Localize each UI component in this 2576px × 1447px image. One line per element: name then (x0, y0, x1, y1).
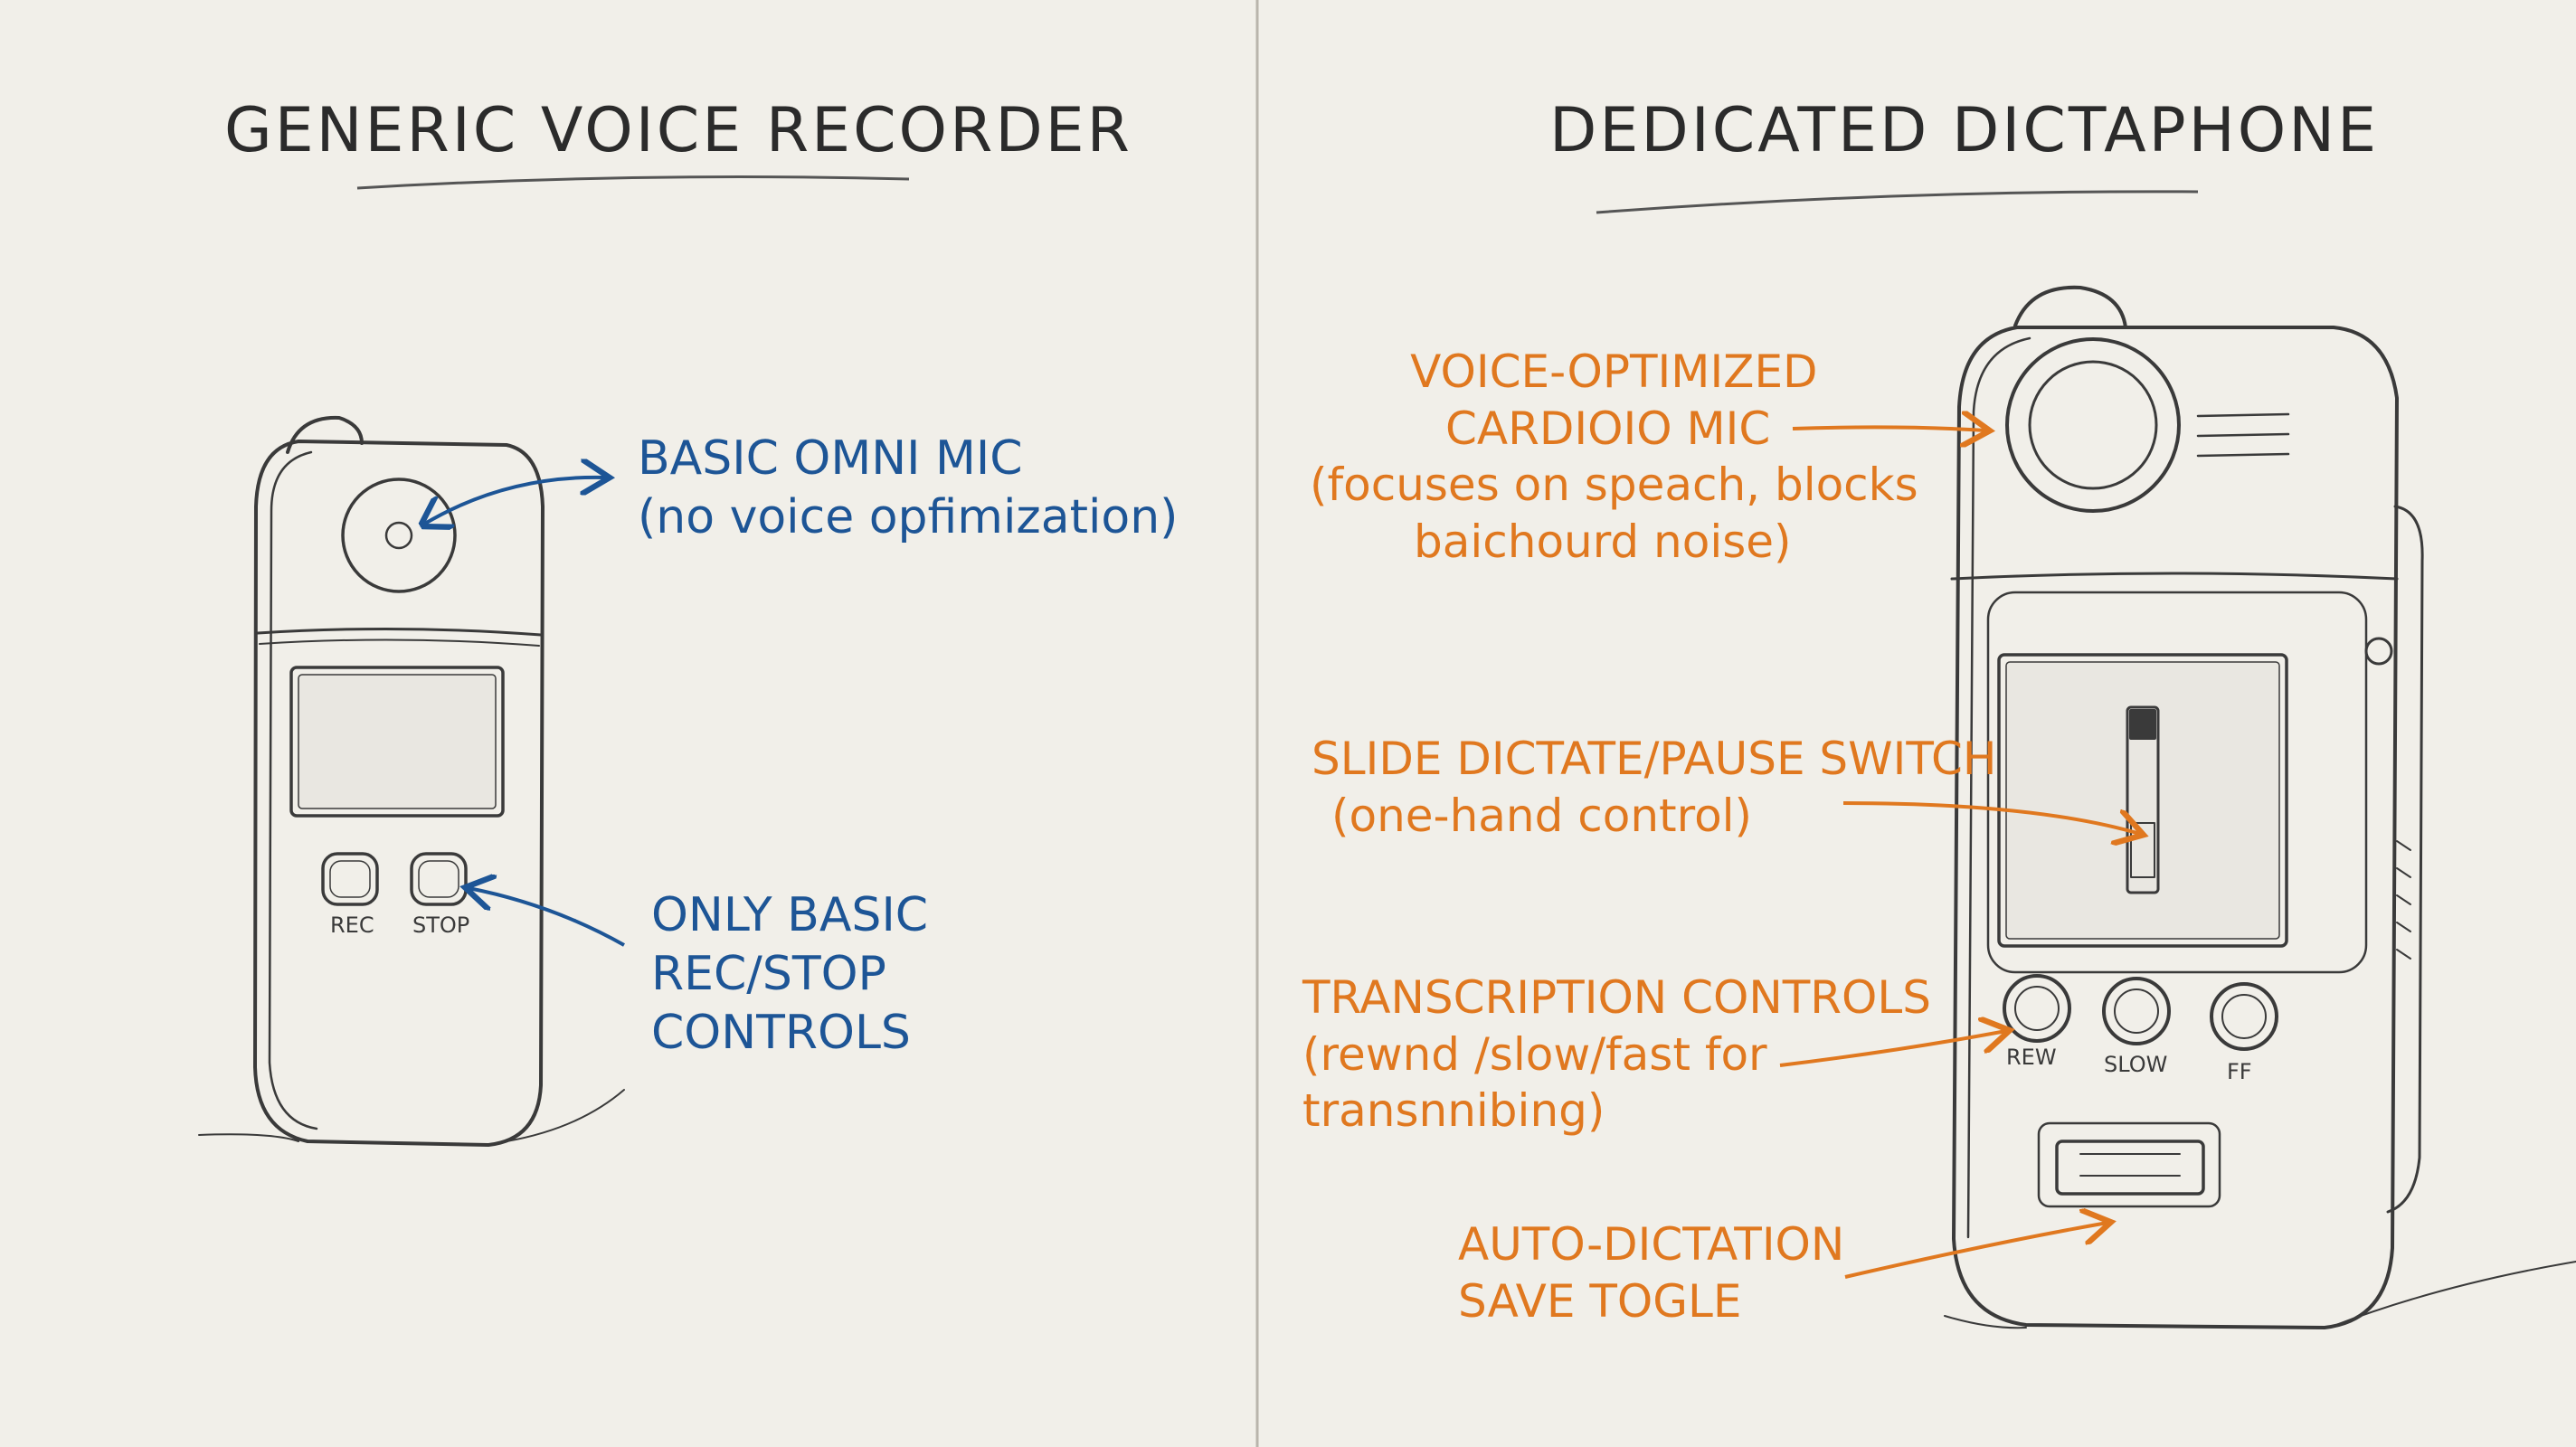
callout-line: (rewnd /slow/fast for (1302, 1027, 1767, 1081)
slow-button-label: SLOW (2104, 1052, 2168, 1077)
slide-switch-icon (2126, 705, 2160, 894)
callout-line: CONTROLS (651, 1006, 911, 1060)
callout-line: ONLY BASIC (651, 888, 929, 942)
cardioid-mic-callout: VOICE-OPTIMIZED CARDIOIO MIC (focuses on… (1310, 344, 1918, 570)
callout-line: baichourd noise) (1414, 515, 1792, 568)
callout-line: BASIC OMNI MIC (638, 431, 1023, 486)
slide-switch-callout: SLIDE DICTATE/PAUSE SWITCH (one-hand con… (1312, 731, 1996, 844)
omni-mic-arrow (423, 478, 606, 525)
rew-button-label: REW (2006, 1045, 2057, 1070)
rec-stop-arrow (469, 888, 625, 947)
rew-button-icon (2003, 974, 2071, 1043)
omni-mic-callout: BASIC OMNI MIC (no voice opfimization) (638, 430, 1178, 547)
left-title-underline (356, 175, 910, 190)
transcription-arrow (1779, 1031, 2006, 1067)
left-panel-title: GENERIC VOICE RECORDER (224, 95, 1132, 166)
generic-recorder-device (198, 415, 625, 1147)
callout-line: REC/STOP (651, 947, 886, 1001)
callout-line: (focuses on speach, blocks (1310, 459, 1918, 511)
stop-button-label: STOP (412, 913, 470, 938)
transcription-callout: TRANSCRIPTION CONTROLS (rewnd /slow/fast… (1302, 969, 1931, 1140)
dictaphone-device (1944, 285, 2576, 1329)
ff-button-label: FF (2227, 1059, 2252, 1084)
generic-screen (289, 666, 505, 818)
callout-line: SLIDE DICTATE/PAUSE SWITCH (1312, 733, 1997, 785)
callout-line: (no voice opfimization) (638, 490, 1179, 544)
rec-button-icon (321, 852, 379, 906)
right-title-underline (1596, 190, 2199, 214)
callout-line: transnnibing) (1302, 1084, 1605, 1137)
callout-line: VOICE-OPTIMIZED (1410, 345, 1818, 398)
callout-line: SAVE TOGLE (1458, 1274, 1742, 1328)
cardioid-mic-arrow (1792, 427, 1986, 430)
callout-line: AUTO-DICTATION (1458, 1218, 1845, 1271)
callout-line: (one-hand control) (1331, 789, 1753, 842)
right-panel-title: DEDICATED DICTAPHONE (1549, 95, 2380, 166)
callout-line: TRANSCRIPTION CONTROLS (1302, 971, 1931, 1024)
slide-switch-arrow (1842, 801, 2140, 834)
callout-line: CARDIOIO MIC (1445, 402, 1771, 455)
auto-save-callout: AUTO-DICTATION SAVE TOGLE (1458, 1216, 1844, 1329)
cardioid-mic-icon (2005, 337, 2181, 513)
dictaphone-screen (1997, 653, 2288, 948)
auto-save-toggle-icon (2055, 1140, 2205, 1196)
ff-button-icon (2210, 982, 2278, 1051)
rec-button-label: REC (330, 913, 374, 938)
generic-omni-mic-icon (341, 478, 457, 593)
slow-button-icon (2102, 977, 2171, 1045)
auto-save-arrow (1844, 1223, 2107, 1279)
basic-controls-callout: ONLY BASIC REC/STOP CONTROLS (651, 886, 928, 1063)
